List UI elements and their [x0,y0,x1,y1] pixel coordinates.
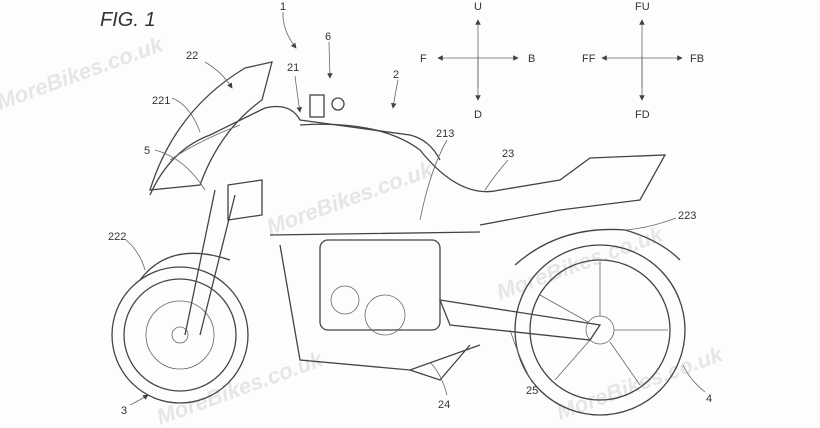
label-front: F [420,53,427,65]
direction-legend-vehicle: U D F B [420,1,535,121]
fairing-line [169,124,241,161]
ref-22: 22 [186,50,198,62]
windscreen [149,61,273,191]
ref-1: 1 [280,1,286,13]
swingarm [438,299,602,341]
direction-legend-frame: FU FD FF FB [582,1,704,121]
ref-221: 221 [152,95,170,107]
ref-2: 2 [393,69,399,81]
watermark: MoreBikes.co.uk [0,31,168,115]
engine-guard [409,344,471,381]
motorcycle-drawing [111,61,686,416]
device [309,94,345,118]
ref-3: 3 [121,405,127,417]
ref-25: 25 [526,385,538,397]
ref-4: 4 [706,393,712,405]
ref-6: 6 [325,31,331,43]
headlight [227,179,263,221]
ref-23: 23 [502,148,514,160]
label-down: D [474,109,482,121]
label-frame-up: FU [635,1,650,13]
ref-222: 222 [108,231,126,243]
ref-21: 21 [287,62,299,74]
reference-numerals: 1 22 6 21 2 221 5 213 23 223 222 3 24 25… [108,1,712,417]
label-frame-front: FF [582,53,596,65]
rear-wheel [514,244,686,416]
watermark: MoreBikes.co.uk [153,346,328,428]
rear-fender [514,228,681,266]
leader-lines [125,11,706,406]
frame [269,231,481,371]
ref-5: 5 [144,145,150,157]
figure-title: FIG. 1 [100,9,156,31]
label-up: U [474,1,482,13]
tank-and-seat [299,123,667,226]
ref-24: 24 [438,399,450,411]
front-fork [184,189,236,336]
engine [319,239,441,336]
front-fairing [149,105,441,196]
watermark: MoreBikes.co.uk [263,156,438,240]
front-wheel [111,266,249,404]
front-fender [139,252,231,281]
label-back: B [528,53,535,65]
ref-223: 223 [678,210,696,222]
label-frame-back: FB [690,53,704,65]
label-frame-down: FD [635,109,650,121]
ref-213: 213 [436,128,454,140]
